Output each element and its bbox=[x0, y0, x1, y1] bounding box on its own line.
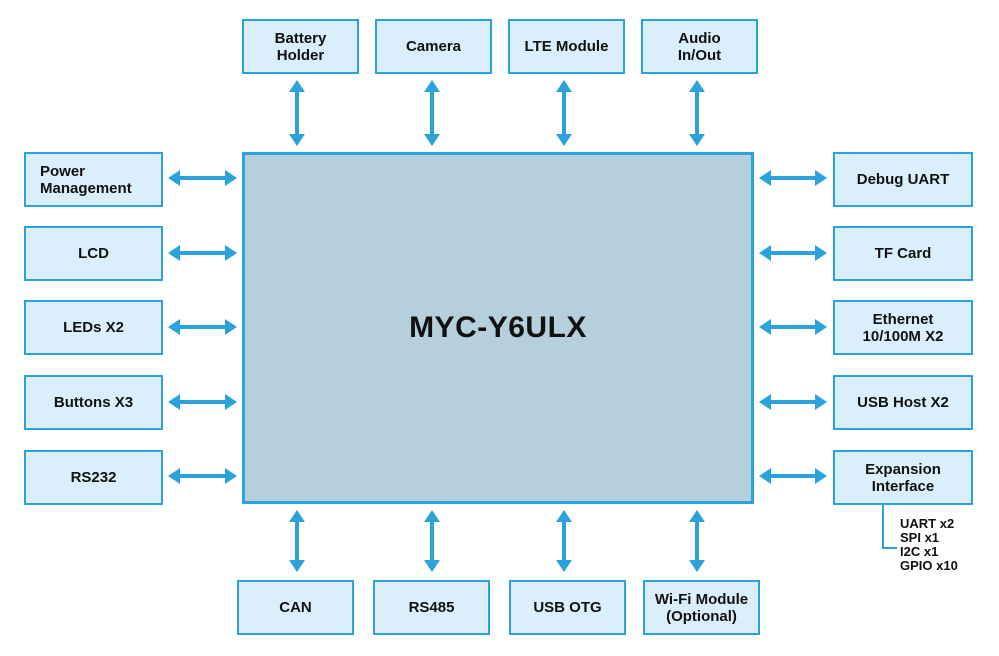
core-module: MYC-Y6ULX bbox=[242, 152, 754, 504]
connector-left-leds bbox=[168, 319, 237, 335]
connector-right-debug-uart bbox=[759, 170, 827, 186]
usb-otg-box: USB OTG bbox=[509, 580, 626, 635]
usb-host-box: USB Host X2 bbox=[833, 375, 973, 430]
connector-right-usb-host bbox=[759, 394, 827, 410]
double-arrow-icon bbox=[289, 80, 305, 146]
double-arrow-icon bbox=[556, 80, 572, 146]
double-arrow-icon bbox=[759, 245, 827, 261]
power-management-label: Power Management bbox=[40, 162, 132, 197]
double-arrow-icon bbox=[759, 468, 827, 484]
double-arrow-icon bbox=[168, 468, 237, 484]
lte-module-label: LTE Module bbox=[524, 38, 609, 55]
ethernet-box: Ethernet 10/100M X2 bbox=[833, 300, 973, 355]
wifi-module-box: Wi-Fi Module (Optional) bbox=[643, 580, 760, 635]
double-arrow-icon bbox=[759, 394, 827, 410]
double-arrow-icon bbox=[424, 80, 440, 146]
connector-bottom-wifi-module bbox=[689, 510, 705, 572]
expansion-detail-item: UART x2 bbox=[900, 516, 955, 531]
audio-in-out-box: Audio In/Out bbox=[641, 19, 758, 74]
buttons-box: Buttons X3 bbox=[24, 375, 163, 430]
connector-right-ethernet bbox=[759, 319, 827, 335]
usb-host-label: USB Host X2 bbox=[857, 394, 949, 411]
double-arrow-icon bbox=[424, 510, 440, 572]
connector-left-buttons bbox=[168, 394, 237, 410]
double-arrow-icon bbox=[168, 394, 237, 410]
debug-uart-box: Debug UART bbox=[833, 152, 973, 207]
double-arrow-icon bbox=[689, 80, 705, 146]
double-arrow-icon bbox=[168, 245, 237, 261]
expansion-interface-box: Expansion Interface bbox=[833, 450, 973, 505]
buttons-label: Buttons X3 bbox=[53, 394, 134, 411]
double-arrow-icon bbox=[759, 319, 827, 335]
expansion-bracket-line bbox=[882, 505, 897, 549]
connector-top-camera bbox=[424, 80, 440, 146]
connector-bottom-usb-otg bbox=[556, 510, 572, 572]
expansion-detail-item: SPI x1 bbox=[900, 530, 940, 545]
rs232-box: RS232 bbox=[24, 450, 163, 505]
expansion-detail-item: GPIO x10 bbox=[900, 558, 958, 573]
connector-top-lte-module bbox=[556, 80, 572, 146]
double-arrow-icon bbox=[168, 319, 237, 335]
ethernet-label: Ethernet 10/100M X2 bbox=[862, 310, 944, 345]
double-arrow-icon bbox=[289, 510, 305, 572]
lcd-label: LCD bbox=[78, 245, 109, 262]
rs485-box: RS485 bbox=[373, 580, 490, 635]
connector-bottom-can bbox=[289, 510, 305, 572]
rs485-label: RS485 bbox=[408, 599, 455, 616]
rs232-label: RS232 bbox=[70, 469, 117, 486]
expansion-detail-item: I2C x1 bbox=[900, 544, 939, 559]
expansion-details-list: UART x2 SPI x1 I2C x1 GPIO x10 bbox=[900, 517, 958, 573]
connector-left-rs232 bbox=[168, 468, 237, 484]
connector-left-power-management bbox=[168, 170, 237, 186]
connector-bottom-rs485 bbox=[424, 510, 440, 572]
connector-top-audio-in-out bbox=[689, 80, 705, 146]
tf-card-label: TF Card bbox=[874, 245, 932, 262]
leds-box: LEDs X2 bbox=[24, 300, 163, 355]
audio-in-out-label: Audio In/Out bbox=[677, 29, 722, 64]
lte-module-box: LTE Module bbox=[508, 19, 625, 74]
core-module-title: MYC-Y6ULX bbox=[409, 311, 587, 344]
expansion-interface-label: Expansion Interface bbox=[865, 460, 941, 495]
connector-right-tf-card bbox=[759, 245, 827, 261]
camera-label: Camera bbox=[405, 38, 462, 55]
power-management-box: Power Management bbox=[24, 152, 163, 207]
debug-uart-label: Debug UART bbox=[856, 171, 950, 188]
connector-top-battery-holder bbox=[289, 80, 305, 146]
battery-holder-box: Battery Holder bbox=[242, 19, 359, 74]
can-box: CAN bbox=[237, 580, 354, 635]
double-arrow-icon bbox=[168, 170, 237, 186]
double-arrow-icon bbox=[556, 510, 572, 572]
leds-label: LEDs X2 bbox=[63, 319, 124, 336]
double-arrow-icon bbox=[689, 510, 705, 572]
connector-left-lcd bbox=[168, 245, 237, 261]
double-arrow-icon bbox=[759, 170, 827, 186]
usb-otg-label: USB OTG bbox=[533, 599, 602, 616]
battery-holder-label: Battery Holder bbox=[274, 29, 327, 64]
can-label: CAN bbox=[279, 599, 312, 616]
connector-right-expansion-interface bbox=[759, 468, 827, 484]
camera-box: Camera bbox=[375, 19, 492, 74]
tf-card-box: TF Card bbox=[833, 226, 973, 281]
lcd-box: LCD bbox=[24, 226, 163, 281]
wifi-module-label: Wi-Fi Module (Optional) bbox=[654, 590, 749, 625]
